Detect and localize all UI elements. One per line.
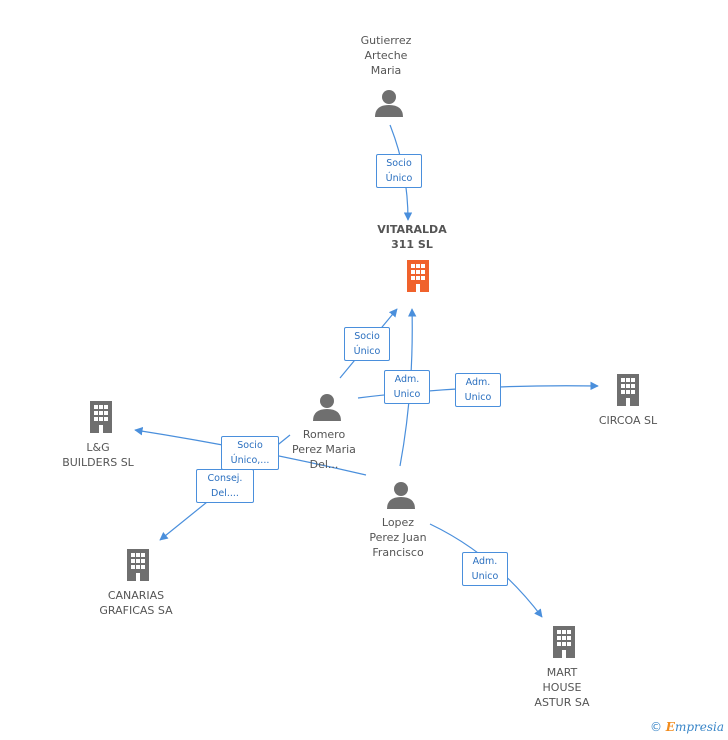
node-label-canarias[interactable]: CANARIAS GRAFICAS SA	[99, 589, 173, 617]
footer-brand[interactable]: © Empresia	[650, 720, 724, 734]
building-icon[interactable]	[123, 548, 153, 582]
node-label-gutierrez[interactable]: Gutierrez Arteche Maria	[360, 34, 412, 77]
person-icon[interactable]	[386, 480, 416, 510]
edge-label-romero-vitaralda: Socio Único	[344, 327, 390, 361]
node-label-romero[interactable]: Romero Perez Maria Del...	[292, 428, 356, 471]
building-icon[interactable]	[613, 373, 643, 407]
node-label-mart[interactable]: MART HOUSE ASTUR SA	[534, 666, 590, 709]
person-icon[interactable]	[374, 88, 404, 118]
node-label-circoa[interactable]: CIRCOA SL	[598, 414, 658, 427]
building-icon[interactable]	[86, 400, 116, 434]
node-label-vitaralda[interactable]: VITARALDA 311 SL	[377, 223, 447, 251]
edge-label-romero-lg: Socio Único,...	[221, 436, 279, 470]
person-icon[interactable]	[312, 392, 342, 422]
node-label-lg[interactable]: L&G BUILDERS SL	[62, 441, 134, 469]
edge-label-romero-canarias: Consej. Del....	[196, 469, 254, 503]
brand-logo-letter: E	[665, 720, 675, 734]
brand-logo-text: mpresia	[674, 720, 724, 734]
edge-label-adm-left: Adm. Unico	[384, 370, 430, 404]
edge-label-lopez-mart: Adm. Unico	[462, 552, 508, 586]
building-icon[interactable]	[403, 259, 433, 293]
building-icon[interactable]	[549, 625, 579, 659]
edge-label-gutierrez-vitaralda: Socio Único	[376, 154, 422, 188]
node-label-lopez[interactable]: Lopez Perez Juan Francisco	[369, 516, 427, 559]
edge-label-adm-circoa: Adm. Unico	[455, 373, 501, 407]
copyright-icon: ©	[649, 720, 662, 734]
